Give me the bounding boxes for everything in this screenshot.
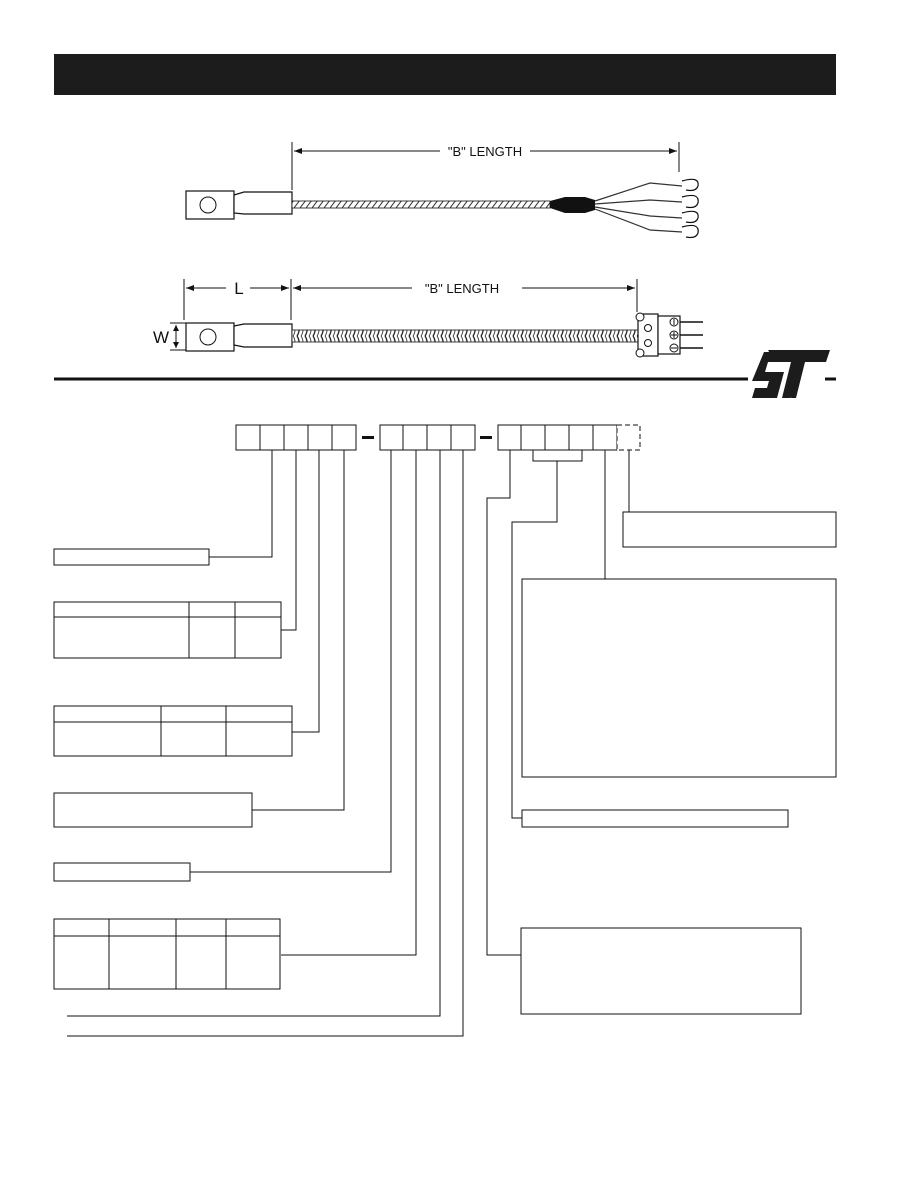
probe-drawing-braided: "B" LENGTH [185, 142, 699, 239]
spec-table-3 [53, 918, 281, 990]
w-dimension-label: W [153, 328, 169, 347]
probe-drawing-armored: L "B" LENGTH W [153, 279, 703, 358]
spec-box-right-1 [521, 809, 789, 828]
separator-dash-1 [362, 436, 374, 439]
b-length-label-bottom: "B" LENGTH [425, 281, 499, 296]
leader-lines [67, 450, 630, 1037]
left-spec-boxes [53, 548, 293, 990]
option-box [622, 511, 837, 548]
header-bar [54, 54, 836, 95]
spec-table-1 [53, 601, 282, 659]
l-dimension-label: L [234, 279, 243, 298]
logo-text: ST [790, 397, 792, 399]
spec-box-right-2 [520, 927, 802, 1015]
spec-box-1 [53, 548, 210, 566]
st-logo: ST [752, 350, 830, 399]
spec-box-2 [53, 792, 253, 828]
b-length-label-top: "B" LENGTH [448, 144, 522, 159]
right-spec-boxes [520, 511, 837, 1015]
spec-box-3 [53, 862, 191, 882]
separator-dash-2 [480, 436, 492, 439]
spec-table-2 [53, 705, 293, 757]
part-number-boxes [235, 424, 641, 451]
termination-box [521, 578, 837, 778]
